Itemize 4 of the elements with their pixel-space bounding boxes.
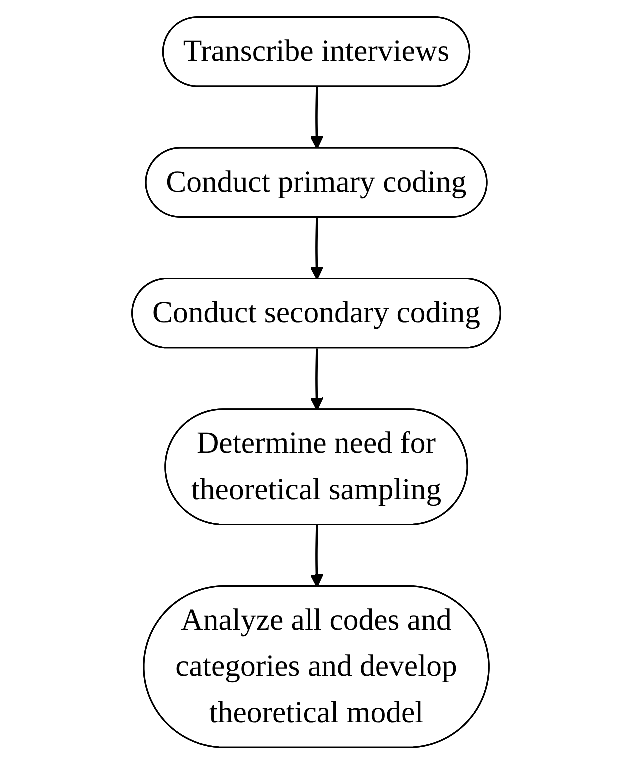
arrow: [310, 87, 324, 150]
arrow: [310, 348, 324, 411]
arrow: [310, 525, 324, 588]
arrow: [310, 218, 324, 280]
